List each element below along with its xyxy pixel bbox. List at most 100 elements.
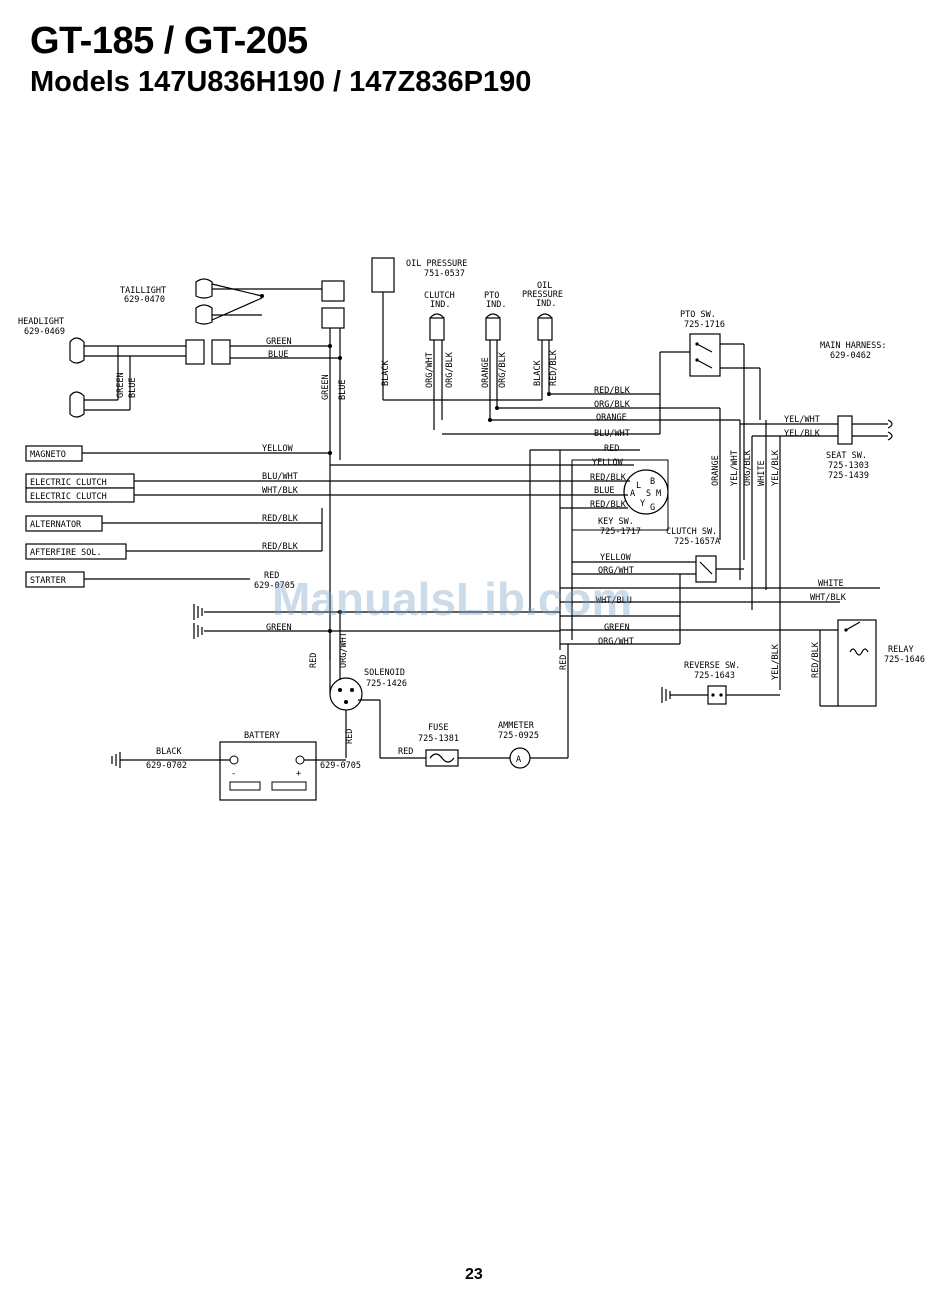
blue-key: BLUE (594, 486, 614, 496)
solenoid-red: RED (309, 653, 319, 668)
solenoid: SOLENOID 725-1426 RED ORG/WHT RED (309, 612, 407, 758)
oil-ind-line2: PRESSURE (522, 290, 563, 300)
seat-sw-part1: 725-1303 (828, 461, 869, 471)
magneto-label: MAGNETO (30, 450, 66, 460)
harness-to-pto: RED/BLK ORG/BLK ORANGE BLU/WHT (383, 386, 740, 439)
red-blk-top: RED/BLK (594, 386, 631, 396)
org-wht-lower: ORG/WHT (598, 637, 634, 647)
org-wht-clutch-sw: ORG/WHT (598, 566, 634, 576)
starter-label: STARTER (30, 576, 67, 586)
clutch-ind-line2: IND. (430, 300, 450, 310)
ammeter: A AMMETER 725-0925 RED (498, 644, 569, 769)
headlight-green: GREEN (116, 372, 126, 398)
battery-plus: + (296, 769, 301, 779)
battery-label: BATTERY (244, 731, 280, 741)
clutch-ind-line1: CLUTCH (424, 291, 455, 301)
afterfire-label: AFTERFIRE SOL. (30, 548, 102, 558)
key-terminal-m: M (656, 489, 661, 499)
orange-right: ORANGE (711, 455, 721, 486)
oil-pressure-indicator: OIL PRESSURE IND. BLACK RED/BLK (522, 281, 563, 400)
key-terminal-s: S (646, 489, 651, 499)
reverse-switch: REVERSE SW. 725-1643 (661, 661, 780, 705)
electric-clutch-2-label: ELECTRIC CLUTCH (30, 492, 107, 502)
key-terminal-a: A (630, 489, 635, 499)
taillight-part: 629-0470 (124, 295, 165, 305)
main-harness: MAIN HARNESS: 629-0462 YEL/WHT YEL/BLK S… (740, 341, 893, 481)
yel-blk-harness: YEL/BLK (784, 429, 821, 439)
clutch-sw-part: 725-1657A (674, 537, 720, 547)
ground-wires: GREEN (193, 604, 560, 639)
oil-ind-line1: OIL (537, 281, 552, 291)
key-terminal-y: Y (640, 499, 645, 509)
key-terminal-l: L (636, 481, 641, 491)
battery-minus: - (231, 769, 236, 779)
harness-green: GREEN (321, 374, 331, 400)
oil-pressure-part: 751-0537 (424, 269, 465, 279)
battery-black: BLACK (156, 747, 182, 757)
ammeter-red: RED (559, 655, 569, 670)
battery-black-part: 629-0702 (146, 761, 187, 771)
pto-indicator: PTO IND. ORANGE ORG/BLK (481, 291, 508, 420)
key-sw-part: 725-1717 (600, 527, 641, 537)
yellow-magneto: YELLOW (262, 444, 294, 454)
wht-blk-clutch: WHT/BLK (262, 486, 299, 496)
oil-pressure-label: OIL PRESSURE (406, 259, 467, 269)
pto-sw-part: 725-1716 (684, 320, 725, 330)
seat-sw-part2: 725-1439 (828, 471, 869, 481)
key-terminal-g: G (650, 503, 655, 513)
main-harness-label: MAIN HARNESS: (820, 341, 887, 351)
red-blk-afterfire: RED/BLK (262, 542, 299, 552)
relay-label: RELAY (888, 645, 914, 655)
watermark: ManualsLib.com (272, 573, 633, 625)
ammeter-part: 725-0925 (498, 731, 539, 741)
electric-clutch-1-label: ELECTRIC CLUTCH (30, 478, 107, 488)
blu-wht-top: BLU/WHT (594, 429, 630, 439)
green-label: GREEN (266, 337, 292, 347)
blue-label: BLUE (268, 350, 288, 360)
oil-pressure-switch: OIL PRESSURE 751-0537 BLACK (371, 257, 467, 400)
taillight: TAILLIGHT 629-0470 (120, 278, 345, 329)
page-number: 23 (465, 1266, 483, 1283)
relay-part: 725-1646 (884, 655, 925, 665)
yellow-key: YELLOW (592, 458, 624, 468)
white-relay: WHITE (818, 579, 844, 589)
yel-blk-right: YEL/BLK (771, 449, 781, 486)
relay-wires: WHITE WHT/BLU WHT/BLK GREEN ORG/WHT (560, 574, 880, 647)
alternator-label: ALTERNATOR (30, 520, 82, 530)
reverse-sw-label: REVERSE SW. (684, 661, 740, 671)
white-right: WHITE (757, 460, 767, 486)
red-blk-alternator: RED/BLK (262, 514, 299, 524)
oil-ind-line3: IND. (536, 299, 556, 309)
clutch-sw-label: CLUTCH SW. (666, 527, 717, 537)
yellow-clutch-sw: YELLOW (600, 553, 632, 563)
yel-blk-relay: YEL/BLK (771, 643, 781, 680)
battery-red-part: 629-0705 (320, 761, 361, 771)
harness-blue: BLUE (338, 380, 348, 400)
org-blk-right: ORG/BLK (743, 449, 753, 486)
lights-harness: GREEN BLUE GREEN BLUE (230, 328, 348, 660)
pto-ind-line2: IND. (486, 300, 506, 310)
right-harness: ORANGE YEL/WHT ORG/BLK WHITE YEL/BLK (711, 408, 781, 690)
page-subtitle: Models 147U836H190 / 147Z836P190 (30, 66, 532, 98)
oil-ind-black: BLACK (533, 360, 543, 386)
clutch-indicator: CLUTCH IND. ORG/WHT ORG/BLK (424, 291, 455, 430)
red-key: RED (604, 444, 619, 454)
yel-wht-harness: YEL/WHT (784, 415, 820, 425)
solenoid-red-2: RED (345, 729, 355, 744)
relay: RELAY 725-1646 RED/BLK YEL/BLK (771, 619, 925, 707)
headlight-blue: BLUE (128, 378, 138, 398)
fuse: RED FUSE 725-1381 (380, 723, 510, 767)
pto-ind-line1: PTO (484, 291, 499, 301)
green-lower: GREEN (604, 623, 630, 633)
headlight: HEADLIGHT 629-0469 GREEN BLUE (18, 317, 231, 418)
left-terminal-wires: YELLOW BLU/WHT WHT/BLK RED/BLK RED/BLK R… (82, 444, 560, 591)
org-blk-top: ORG/BLK (594, 400, 631, 410)
key-terminal-b: B (650, 477, 655, 487)
oil-ind-red-blk: RED/BLK (549, 349, 559, 386)
seat-sw-label: SEAT SW. (826, 451, 867, 461)
page-title: GT-185 / GT-205 (30, 20, 308, 62)
headlight-part: 629-0469 (24, 327, 65, 337)
fuse-red: RED (398, 747, 413, 757)
oil-black-label: BLACK (381, 360, 391, 386)
